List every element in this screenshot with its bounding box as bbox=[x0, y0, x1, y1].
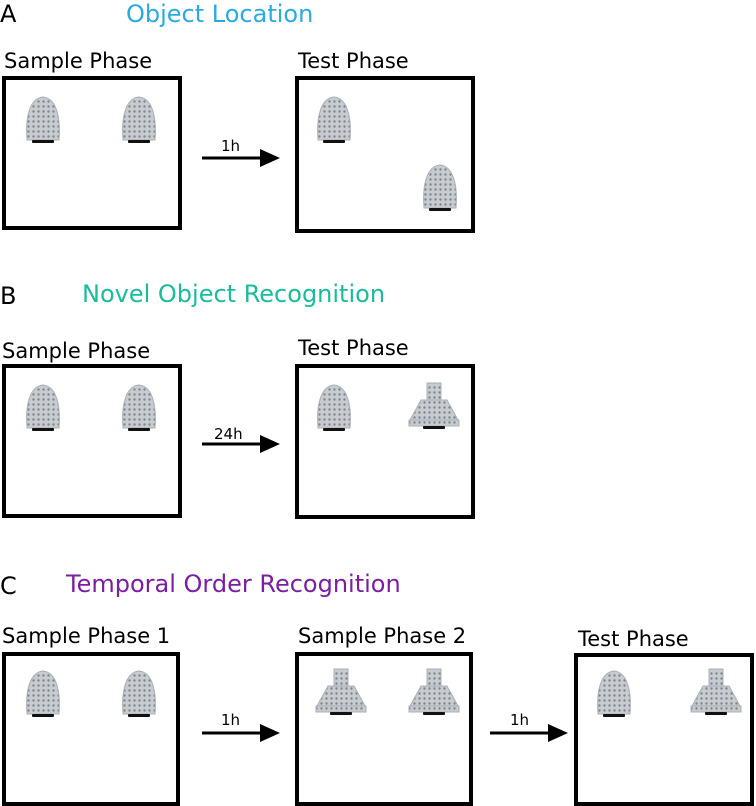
panel-a-title: Object Location bbox=[126, 0, 314, 28]
panel-c-title: Temporal Order Recognition bbox=[66, 570, 401, 598]
panel-a-sample-arena bbox=[2, 76, 182, 230]
panel-a-delay-label: 1h bbox=[221, 137, 241, 155]
panel-a-letter: A bbox=[0, 0, 17, 28]
panel-a-sample-phase-label: Sample Phase bbox=[4, 49, 153, 73]
panel-c-arrow-2-icon bbox=[490, 724, 568, 742]
dome-icon bbox=[122, 384, 156, 432]
dome-icon bbox=[317, 96, 351, 144]
panel-c-arrow-1-icon bbox=[202, 724, 280, 742]
dome-icon bbox=[122, 670, 156, 718]
dome-icon bbox=[597, 670, 631, 718]
panel-c-sample-phase-2-label: Sample Phase 2 bbox=[298, 624, 467, 648]
panel-c-sample-1-arena bbox=[2, 652, 180, 806]
panel-c-delay-label-1: 1h bbox=[221, 711, 241, 729]
panel-c-test-phase-label: Test Phase bbox=[578, 627, 689, 651]
panel-b-arrow-icon bbox=[202, 435, 280, 453]
panel-a-test-phase-label: Test Phase bbox=[298, 49, 409, 73]
panel-b-delay-label: 24h bbox=[214, 425, 243, 443]
panel-b-title: Novel Object Recognition bbox=[82, 280, 386, 308]
tower-icon bbox=[408, 382, 460, 430]
tower-icon bbox=[690, 668, 742, 716]
panel-c-sample-2-arena bbox=[295, 652, 473, 806]
panel-c-letter: C bbox=[0, 572, 17, 600]
panel-c-sample-phase-1-label: Sample Phase 1 bbox=[2, 624, 171, 648]
panel-b-sample-arena bbox=[2, 364, 182, 518]
dome-icon bbox=[423, 164, 457, 212]
dome-icon bbox=[122, 96, 156, 144]
dome-icon bbox=[317, 384, 351, 432]
tower-icon bbox=[408, 668, 460, 716]
panel-c-delay-label-2: 1h bbox=[510, 711, 530, 729]
panel-b-test-phase-label: Test Phase bbox=[298, 336, 409, 360]
tower-icon bbox=[315, 668, 367, 716]
dome-icon bbox=[26, 96, 60, 144]
dome-icon bbox=[26, 384, 60, 432]
panel-a-arrow-icon bbox=[202, 149, 280, 167]
panel-b-letter: B bbox=[0, 282, 17, 310]
panel-b-sample-phase-label: Sample Phase bbox=[2, 339, 151, 363]
dome-icon bbox=[26, 670, 60, 718]
